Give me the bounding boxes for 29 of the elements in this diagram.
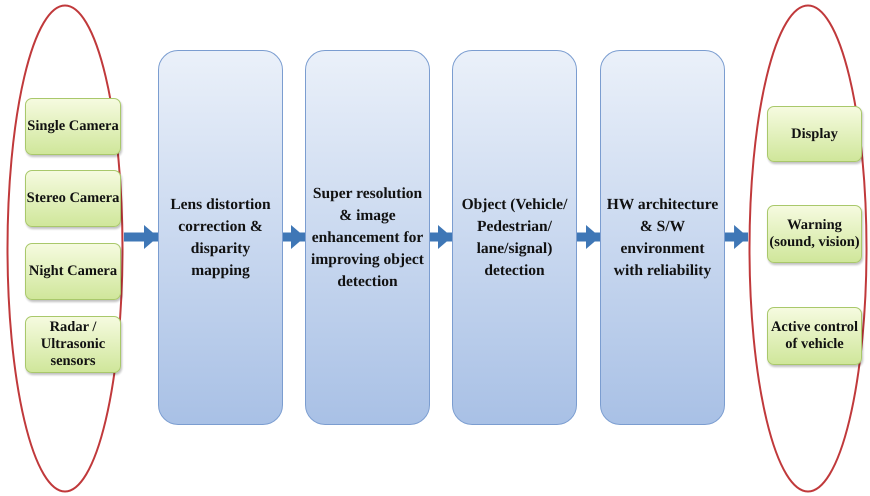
rounded-box bbox=[767, 307, 862, 365]
block-arrow bbox=[283, 225, 305, 249]
box-label: Super resolution & image enhancement for improving object detection bbox=[310, 184, 425, 292]
box-label: Single Camera bbox=[27, 118, 119, 135]
block-arrow bbox=[124, 225, 158, 249]
box-label: Radar / Ultrasonic sensors bbox=[40, 319, 106, 370]
rounded-box bbox=[25, 316, 121, 373]
block-arrow bbox=[430, 225, 452, 249]
process-box bbox=[305, 50, 430, 425]
process-box bbox=[452, 50, 577, 425]
process-box bbox=[600, 50, 725, 425]
rounded-box bbox=[767, 106, 862, 162]
box-label: Active control of vehicle bbox=[770, 319, 860, 353]
rounded-box bbox=[25, 170, 121, 227]
block-arrow bbox=[725, 225, 748, 249]
box-label: Display bbox=[791, 126, 838, 142]
oval-outline bbox=[6, 4, 124, 493]
box-label: Object (Vehicle/ Pedestrian/ lane/signal) detection bbox=[460, 194, 568, 280]
rounded-box bbox=[767, 205, 862, 263]
rounded-box bbox=[25, 243, 121, 300]
oval-outline bbox=[748, 4, 868, 493]
box-label: HW architecture & S/W environment with reliability bbox=[606, 194, 720, 280]
block-arrow bbox=[577, 225, 600, 249]
box-label: Warning (sound, vision) bbox=[768, 217, 861, 251]
rounded-box bbox=[25, 98, 121, 155]
box-label: Stereo Camera bbox=[26, 190, 120, 207]
box-label: Lens distortion correction & disparity mapping bbox=[169, 194, 272, 280]
process-box bbox=[158, 50, 283, 425]
box-label: Night Camera bbox=[28, 263, 118, 280]
